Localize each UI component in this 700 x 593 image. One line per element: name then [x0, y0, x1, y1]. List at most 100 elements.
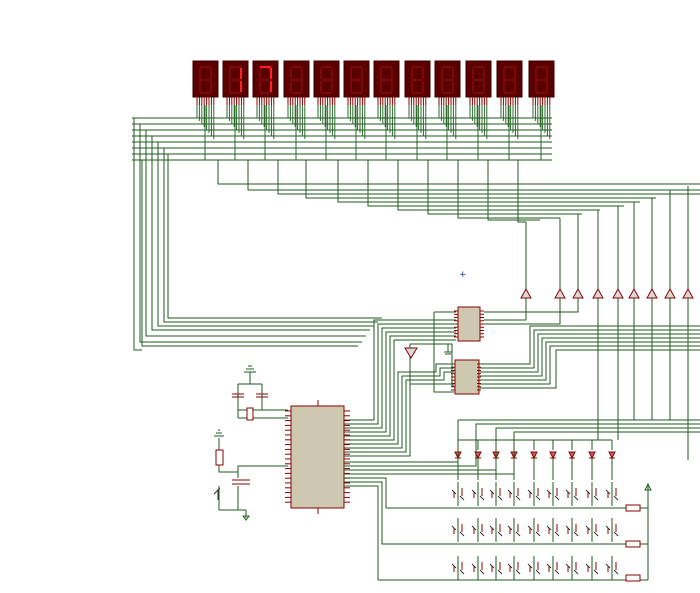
keypad-switch	[489, 482, 503, 506]
keypad-switch	[585, 556, 599, 580]
keypad-switch	[565, 518, 579, 542]
segment-a	[412, 66, 423, 68]
segment-e	[320, 81, 322, 92]
segment-e	[199, 81, 201, 92]
segment-d	[230, 92, 241, 94]
segment-a	[473, 66, 484, 68]
keypad-switch	[471, 556, 485, 580]
keypad-switch	[565, 556, 579, 580]
segment-a	[536, 66, 547, 68]
segment-b	[301, 68, 303, 79]
seven-segment-display-6	[343, 60, 370, 160]
latch-chip-lower	[451, 359, 481, 395]
reset-circuit	[213, 429, 288, 521]
segment-e	[411, 81, 413, 92]
driver-buffers	[520, 287, 694, 299]
segment-d	[473, 92, 484, 94]
buffer-triangle	[612, 287, 624, 299]
latch-chip-upper	[454, 306, 484, 342]
segment-c	[483, 81, 485, 92]
segment-a	[200, 66, 211, 68]
segment-g	[230, 79, 241, 81]
segment-b	[270, 68, 272, 79]
segment-f	[441, 68, 443, 79]
segment-d	[442, 92, 453, 94]
segment-g	[291, 79, 302, 81]
seven-segment-display-2	[222, 60, 249, 160]
keypad-switch	[585, 518, 599, 542]
segment-d	[351, 92, 362, 94]
segment-c	[514, 81, 516, 92]
segment-c	[240, 81, 242, 92]
mcu-keypad-wires	[344, 419, 700, 581]
segment-f	[199, 68, 201, 79]
keypad-switch	[489, 556, 503, 580]
segment-c	[361, 81, 363, 92]
segment-b	[240, 68, 242, 79]
diode-row	[454, 439, 616, 480]
keypad-switch	[471, 518, 485, 542]
segment-b	[514, 68, 516, 79]
segment-d	[381, 92, 392, 94]
seven-segment-display-11	[496, 60, 523, 160]
latch-right-wires	[480, 325, 700, 389]
segment-a	[442, 66, 453, 68]
keypad-switch	[507, 556, 521, 580]
segment-c	[210, 81, 212, 92]
buffer-triangle	[646, 287, 658, 299]
segment-g	[504, 79, 515, 81]
segment-c	[270, 81, 272, 92]
crystal-oscillator	[232, 365, 288, 421]
segment-b	[331, 68, 333, 79]
segment-b	[210, 68, 212, 79]
diode	[608, 451, 616, 460]
segment-e	[290, 81, 292, 92]
segment-d	[536, 92, 547, 94]
segment-e	[535, 81, 537, 92]
segment-a	[381, 66, 392, 68]
segment-a	[291, 66, 302, 68]
keypad-switch	[605, 518, 619, 542]
segment-e	[503, 81, 505, 92]
segment-f	[290, 68, 292, 79]
segment-b	[452, 68, 454, 79]
keypad-switch	[451, 556, 465, 580]
keypad-switch	[605, 556, 619, 580]
segment-e	[472, 81, 474, 92]
segment-g	[321, 79, 332, 81]
segment-g	[381, 79, 392, 81]
segment-f	[503, 68, 505, 79]
buffer-triangle	[628, 287, 640, 299]
keypad-switch	[489, 518, 503, 542]
keypad-switch	[527, 556, 541, 580]
segment-e	[229, 81, 231, 92]
seven-segment-display-3	[252, 60, 279, 160]
seven-segment-display-1	[192, 60, 219, 160]
segment-e	[259, 81, 261, 92]
buffer-triangle	[572, 287, 584, 299]
segment-g	[442, 79, 453, 81]
segment-g	[412, 79, 423, 81]
segment-g	[200, 79, 211, 81]
segment-f	[350, 68, 352, 79]
keypad-switch	[451, 482, 465, 506]
segment-c	[391, 81, 393, 92]
segment-d	[321, 92, 332, 94]
keypad-switch	[585, 482, 599, 506]
segment-e	[441, 81, 443, 92]
segment-g	[351, 79, 362, 81]
segment-c	[546, 81, 548, 92]
seven-segment-display-10	[465, 60, 492, 160]
diode	[549, 451, 557, 460]
buffer-triangle	[554, 287, 566, 299]
mcu-latch-wires	[344, 311, 456, 457]
segment-g	[536, 79, 547, 81]
segment-f	[229, 68, 231, 79]
segment-d	[504, 92, 515, 94]
segment-f	[259, 68, 261, 79]
pull-up-resistors	[625, 504, 641, 582]
seven-segment-display-row	[192, 60, 555, 160]
segment-b	[483, 68, 485, 79]
seven-segment-display-4	[283, 60, 310, 160]
